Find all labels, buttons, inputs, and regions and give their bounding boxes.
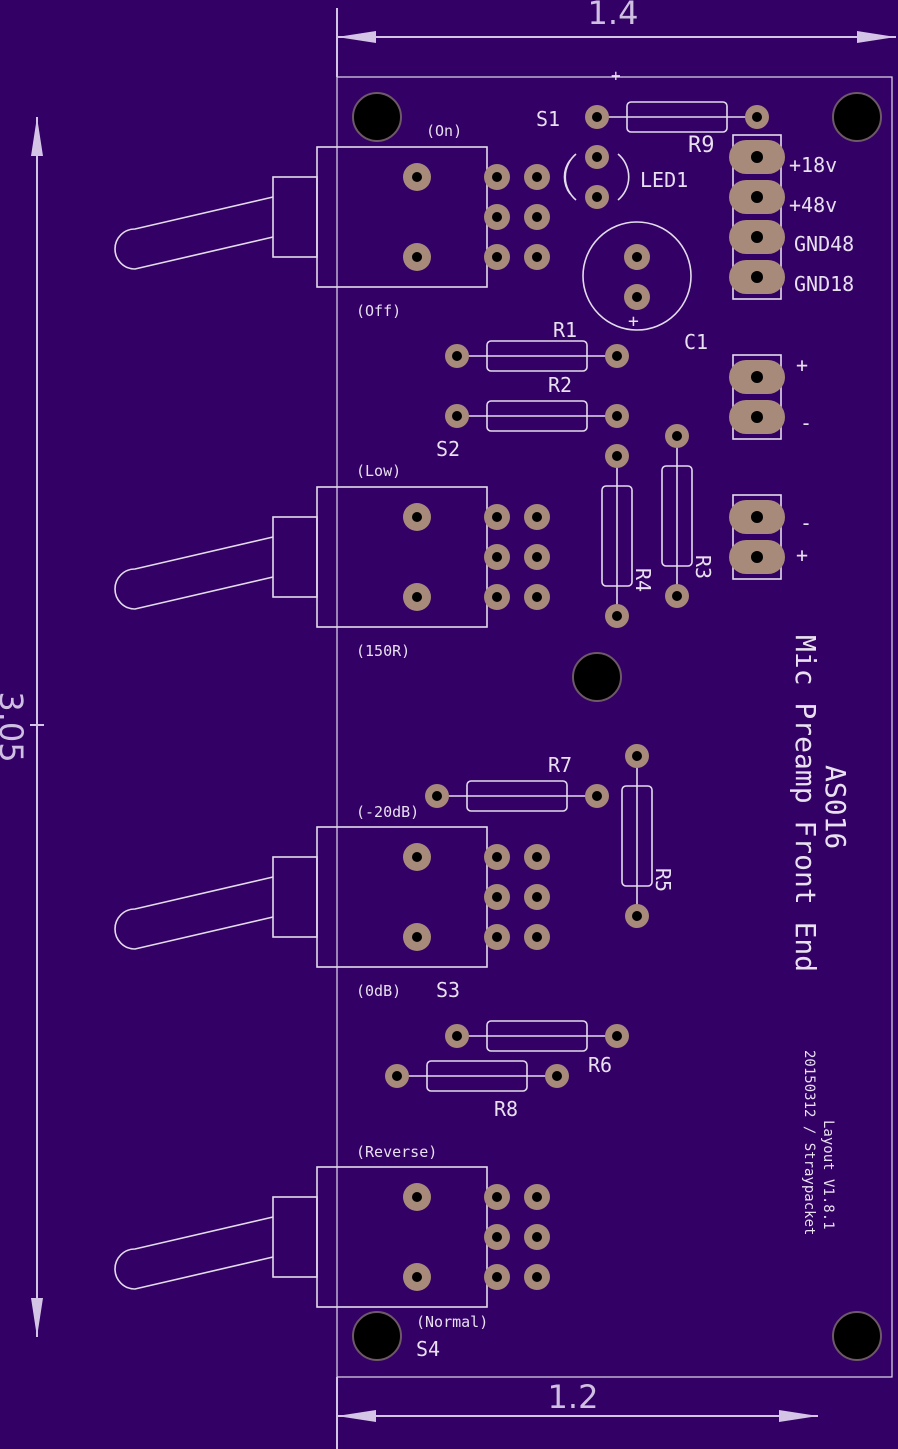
dimension-height-label: 3.05 [0, 691, 30, 762]
board-title: AS016 [819, 765, 852, 849]
dimension-bottom: 1.2 [336, 1377, 818, 1449]
switch-4-bottom-label: (Normal) [416, 1313, 488, 1331]
resistor-r9 [585, 101, 769, 133]
toggle-switch-4[interactable] [114, 1166, 550, 1308]
resistor-r6 [445, 1020, 629, 1052]
connector-mid-bottom [729, 494, 785, 580]
resistor-r4-label: R4 [631, 568, 655, 592]
connector-mid-top [729, 354, 785, 440]
resistor-r2 [445, 400, 629, 432]
resistor-r9-label: R9 [688, 133, 715, 158]
resistor-r3-label: R3 [691, 555, 715, 579]
switch-3-name: S3 [436, 978, 460, 1002]
connector-label-18v: +18v [789, 153, 837, 177]
connector-mid-bottom-minus: - [800, 511, 812, 535]
power-connector [729, 134, 785, 300]
switch-2-name: S2 [436, 437, 460, 461]
resistor-r5-label: R5 [651, 868, 675, 892]
switch-3-bottom-label: (0dB) [356, 982, 401, 1000]
layout-version: Layout V1.8.1 [820, 1120, 836, 1230]
capacitor-c1 [582, 221, 692, 331]
resistor-r8 [385, 1060, 569, 1092]
switch-2-bottom-label: (150R) [356, 642, 410, 660]
resistor-r7-label: R7 [548, 753, 572, 777]
toggle-switch-3[interactable] [114, 826, 550, 968]
layout-date-author: 20150312 / Straypacket [801, 1050, 817, 1235]
switch-1-bottom-label: (Off) [356, 302, 401, 320]
mounting-holes [352, 92, 882, 1361]
resistor-r5 [621, 744, 653, 928]
connector-label-48v: +48v [789, 193, 837, 217]
dimension-bottom-label: 1.2 [548, 1378, 599, 1416]
switch-1-name: S1 [536, 107, 560, 131]
resistor-r2-label: R2 [548, 373, 572, 397]
connector-label-gnd18: GND18 [794, 272, 854, 296]
top-plus-mark: + [611, 66, 621, 85]
switch-2-top-label: (Low) [356, 462, 401, 480]
dimension-top: 1.4 [336, 0, 896, 77]
resistor-r4 [601, 444, 633, 628]
led1-label: LED1 [640, 168, 688, 192]
resistor-r3 [661, 424, 693, 608]
connector-mid-bottom-plus: + [796, 543, 808, 567]
led1 [563, 145, 630, 209]
switch-4-name: S4 [416, 1337, 440, 1361]
switch-4-top-label: (Reverse) [356, 1143, 437, 1161]
resistor-r8-label: R8 [494, 1097, 518, 1121]
resistor-r1 [445, 340, 629, 372]
switch-3-top-label: (-20dB) [356, 803, 419, 821]
resistor-r7 [425, 780, 609, 812]
board-subtitle: Mic Preamp Front End [789, 635, 822, 972]
connector-label-gnd48: GND48 [794, 232, 854, 256]
capacitor-c1-label: C1 [684, 330, 708, 354]
toggle-switch-2[interactable] [114, 486, 550, 628]
connector-mid-top-plus: + [796, 353, 808, 377]
capacitor-polarity: + [628, 311, 639, 332]
switch-1-top-label: (On) [426, 122, 462, 140]
dimension-height: 3.05 [0, 117, 44, 1337]
toggle-switch-1[interactable] [114, 146, 550, 288]
resistor-r1-label: R1 [553, 318, 577, 342]
connector-mid-top-minus: - [800, 411, 812, 435]
board-outline [336, 76, 893, 1378]
dimension-top-label: 1.4 [588, 0, 639, 32]
resistor-r6-label: R6 [588, 1053, 612, 1077]
